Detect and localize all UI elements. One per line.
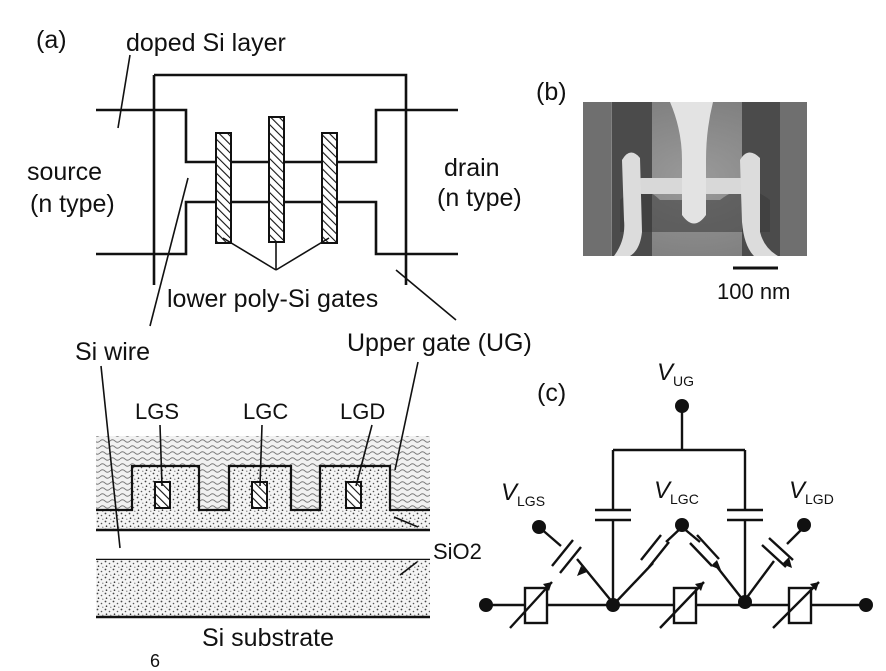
lower-gate-right — [321, 132, 338, 244]
stray-mark: 6 — [150, 651, 161, 671]
lgd-label: LGD — [340, 399, 386, 424]
vlgs-terminal — [532, 520, 546, 534]
panel-c-label: (c) — [537, 379, 567, 407]
node-right-end — [859, 598, 873, 612]
lgs-label: LGS — [135, 399, 180, 424]
vlgc-label: VLGC — [654, 477, 699, 507]
si-substrate-label: Si substrate — [202, 624, 335, 652]
sem-image — [583, 102, 807, 270]
scale-bar-label: 100 nm — [717, 279, 791, 304]
doped-si-layer-label: doped Si layer — [126, 29, 286, 57]
lgd-gate — [345, 481, 362, 509]
lower-gate-bars — [215, 116, 338, 244]
doped-leader-line — [117, 54, 131, 129]
source-label: source — [27, 158, 103, 186]
vlgs-label: VLGS — [501, 479, 546, 509]
vug-label: VUG — [657, 359, 695, 389]
lower-gate-center — [268, 116, 285, 243]
cross-section — [96, 361, 430, 619]
vlgd-label: VLGD — [789, 477, 834, 507]
lgs-plate-a — [551, 539, 574, 567]
lower-gate-left — [215, 132, 232, 244]
circuit-nodes — [479, 399, 873, 612]
node-dot1 — [606, 598, 620, 612]
upper-gate-label: Upper gate (UG) — [347, 329, 532, 357]
panel-b-label: (b) — [536, 78, 567, 106]
si-substrate-oxide — [96, 560, 430, 617]
lgc-plate-b1 — [696, 534, 720, 560]
vlgd-terminal — [797, 518, 811, 532]
drain-type-label: (n type) — [437, 184, 522, 212]
drain-label: drain — [444, 154, 500, 182]
junction-left — [523, 586, 549, 625]
node-left-end — [479, 598, 493, 612]
lgc-plate-b2 — [689, 542, 713, 567]
sio2-label: SiO2 — [433, 539, 482, 564]
vug-terminal — [675, 399, 689, 413]
lgc-label: LGC — [243, 399, 289, 424]
vlgc-terminal — [675, 518, 689, 532]
node-dot2 — [738, 595, 752, 609]
source-type-label: (n type) — [30, 190, 115, 218]
circuit-arrows — [543, 557, 819, 591]
equivalent-circuit — [486, 408, 866, 629]
panel-a-label: (a) — [36, 26, 67, 54]
doped-region-outline — [154, 73, 408, 285]
lgd-plate-b — [761, 544, 787, 568]
si-wire-label: Si wire — [75, 338, 151, 366]
lgc-plate-a1 — [640, 534, 662, 561]
cross-leader-lines — [100, 361, 419, 576]
lgs-plate-b — [559, 546, 582, 574]
top-leader-lines — [149, 177, 457, 327]
lgd-plate-a — [768, 537, 794, 561]
lower-gates-label: lower poly-Si gates — [167, 285, 379, 313]
